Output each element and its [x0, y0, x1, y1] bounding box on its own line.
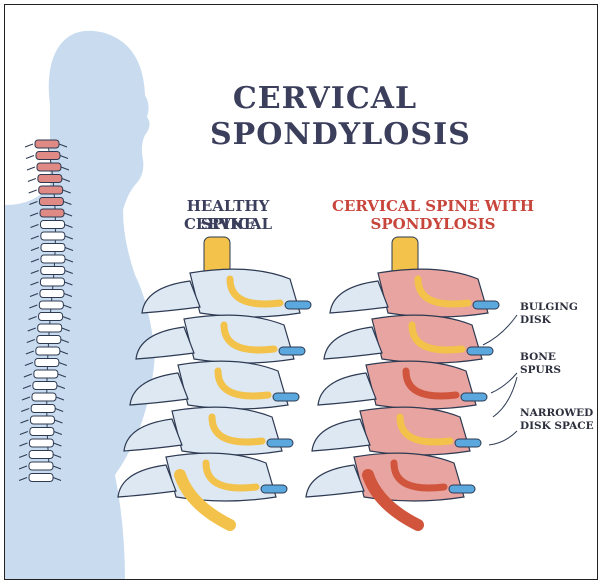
transverse-process: [324, 327, 382, 359]
intervertebral-disk: [461, 393, 487, 401]
transverse-process: [318, 373, 376, 405]
vertebra: [36, 152, 60, 160]
intervertebral-disk: [273, 393, 299, 401]
intervertebral-disk: [267, 439, 293, 447]
vertebra: [39, 313, 63, 321]
vertebra: [41, 244, 65, 252]
healthy-heading-line2: SPINE: [143, 215, 313, 233]
vertebra: [37, 163, 61, 171]
label-bulging-disk-line1: BULGING: [520, 301, 578, 314]
vertebra: [39, 301, 63, 309]
vertebra: [33, 382, 57, 390]
intervertebral-disk: [285, 301, 311, 309]
spondylosis-heading-line1: CERVICAL SPINE WITH: [323, 197, 543, 215]
vertebral-body: [360, 407, 470, 455]
vertebra: [32, 393, 56, 401]
transverse-process: [306, 465, 364, 497]
vertebra: [38, 175, 62, 183]
vertebra: [35, 359, 59, 367]
page-title-line1: CERVICAL: [210, 81, 440, 117]
label-bulging-disk-line2: DISK: [520, 314, 551, 327]
intervertebral-disk: [279, 347, 305, 355]
vertebra: [29, 462, 53, 470]
vertebra: [29, 451, 53, 459]
label-bone-spurs-line1: BONE: [520, 351, 556, 364]
transverse-process: [312, 419, 370, 451]
vertebra: [39, 198, 63, 206]
vertebra: [36, 347, 60, 355]
vertebra: [29, 474, 53, 482]
transverse-process: [118, 465, 176, 497]
label-bone-spurs-line2: SPURS: [520, 364, 561, 377]
intervertebral-disk: [467, 347, 493, 355]
vertebra: [40, 290, 64, 298]
intervertebral-disk: [261, 485, 287, 493]
vertebral-body: [378, 269, 488, 317]
vertebra: [35, 140, 59, 148]
label-narrowed-disk-line1: NARROWED: [520, 407, 593, 420]
vertebra: [40, 209, 64, 217]
vertebral-body: [178, 361, 288, 409]
vertebra: [34, 370, 58, 378]
vertebral-body: [366, 361, 476, 409]
intervertebral-disk: [473, 301, 499, 309]
vertebral-body: [172, 407, 282, 455]
vertebra: [37, 336, 61, 344]
vertebra: [31, 405, 55, 413]
spurs-pointer-2: [493, 377, 517, 417]
intervertebral-disk: [455, 439, 481, 447]
vertebral-body: [184, 315, 294, 363]
vertebra: [38, 324, 62, 332]
vertebra: [41, 232, 65, 240]
vertebral-body: [190, 269, 300, 317]
spondylosis-spine-model: [306, 237, 499, 525]
vertebra: [30, 416, 54, 424]
spondylosis-heading-line2: SPONDYLOSIS: [323, 215, 543, 233]
vertebra: [41, 255, 65, 263]
narrowed-pointer: [489, 431, 517, 445]
label-narrowed-disk-line2: DISK SPACE: [520, 420, 594, 433]
vertebral-body: [372, 315, 482, 363]
body-silhouette: [5, 25, 155, 580]
vertebra: [29, 439, 53, 447]
transverse-process: [142, 281, 200, 313]
intervertebral-disk: [449, 485, 475, 493]
vertebra: [39, 186, 63, 194]
page-title-line2: SPONDYLOSIS: [210, 117, 440, 153]
transverse-process: [330, 281, 388, 313]
vertebra: [41, 221, 65, 229]
annotation-lines: [483, 315, 517, 445]
bulging-pointer: [483, 315, 517, 345]
vertebra: [40, 278, 64, 286]
vertebra: [41, 267, 65, 275]
illustration-frame: CERVICAL SPONDYLOSIS HEALTHY CERVICAL SP…: [4, 4, 598, 580]
vertebra: [30, 428, 54, 436]
